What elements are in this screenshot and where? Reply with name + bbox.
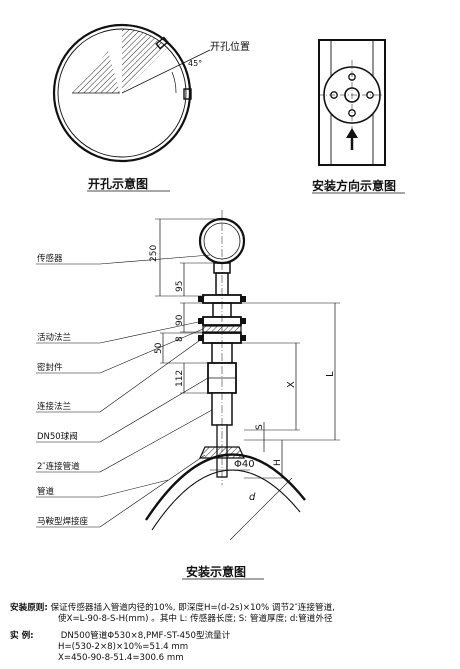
example-line2: H=(530-2×8)×10%=51.4 mm <box>58 642 189 652</box>
dim-250: 250 <box>149 245 159 262</box>
example-block: 实 例: DN500管道Φ530×8,PMF-ST-450型流量计 H=(530… <box>10 631 450 664</box>
hole-sector <box>122 29 167 93</box>
example-line3: X=450-90-8-51.4=300.6 mm <box>58 653 184 663</box>
label-connect-pipe: 2″连接管道 <box>37 461 80 472</box>
hatched-area <box>72 51 120 93</box>
dim-phi40: Φ40 <box>234 459 255 470</box>
pipe-wall-inner <box>151 469 301 531</box>
dim-d: d <box>249 492 256 503</box>
label-saddle: 马鞍型焊接座 <box>37 516 89 527</box>
example-line1: DN500管道Φ530×8,PMF-ST-450型流量计 <box>60 631 231 641</box>
nozzle-top <box>155 36 169 50</box>
install-diagram: 250 95 90 8 50 112 L X S H Φ40 <box>36 210 340 580</box>
dim-112: 112 <box>175 370 185 387</box>
label-sensor: 传感器 <box>37 253 63 264</box>
dim-l: L <box>325 371 336 377</box>
hole-diagram: 开孔位置 45° 开孔示意图 <box>52 23 250 192</box>
label-connect-flange: 连接法兰 <box>37 401 71 412</box>
install-principle: 安装原则: 保证传感器插入管道内径的10%, 即深度H=(d-2s)×10% 调… <box>10 603 450 625</box>
install-diagram-title: 安装示意图 <box>186 564 246 579</box>
pipe-cross-section <box>52 23 192 163</box>
label-pipe: 管道 <box>37 486 55 497</box>
label-movable-flange: 活动法兰 <box>37 332 71 343</box>
example-label: 实 例: <box>10 631 34 641</box>
nozzle-right <box>183 88 192 100</box>
principle-line2: 使X=L-90-8-S-H(mm) 。其中 L: 传感器长度; S: 管道厚度;… <box>58 614 333 624</box>
dim-x: X <box>286 381 297 388</box>
principle-label: 安装原则: <box>10 603 48 613</box>
dim-h: H <box>273 459 283 466</box>
dim-50: 50 <box>154 342 164 354</box>
direction-diagram: 安装方向示意图 <box>312 39 405 194</box>
dim-95: 95 <box>175 281 185 292</box>
label-valve: DN50球阀 <box>37 431 78 442</box>
direction-diagram-title: 安装方向示意图 <box>312 178 396 193</box>
dim-90: 90 <box>175 314 185 326</box>
hole-diagram-title: 开孔示意图 <box>88 176 148 191</box>
label-seal: 密封件 <box>37 362 63 373</box>
hole-position-label: 开孔位置 <box>210 40 250 53</box>
saddle-seat <box>199 446 245 459</box>
principle-line1: 保证传感器插入管道内径的10%, 即深度H=(d-2s)×10% 调节2″连接管… <box>50 603 335 613</box>
dim-s: S <box>255 424 265 430</box>
angle-label: 45° <box>188 59 202 68</box>
pipe-outline <box>318 39 386 166</box>
flow-arrowhead <box>346 128 358 138</box>
